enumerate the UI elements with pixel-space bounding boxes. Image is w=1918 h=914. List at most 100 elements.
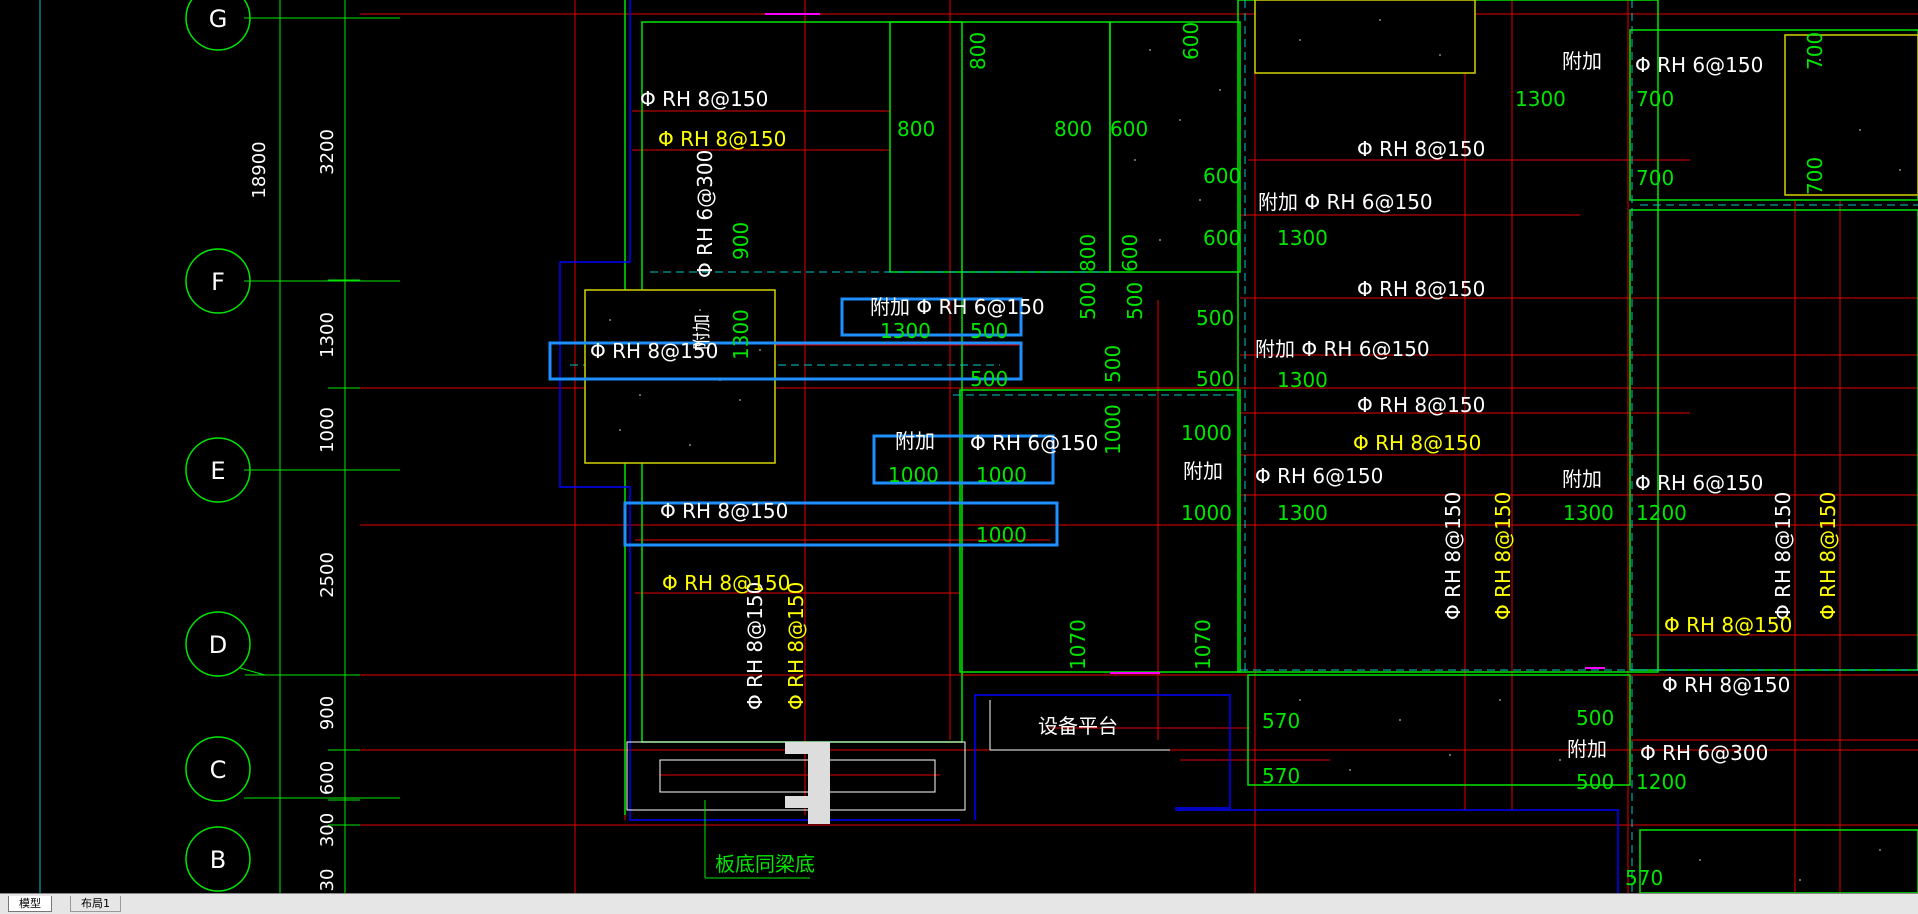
- length-label: 700: [1636, 166, 1674, 190]
- length-label: 700: [1803, 157, 1827, 195]
- length-label: 1000: [1101, 404, 1125, 455]
- length-label: 500: [1196, 367, 1234, 391]
- length-label: 700: [1636, 87, 1674, 111]
- length-label: 1300: [1515, 87, 1566, 111]
- length-label: 1300: [729, 309, 753, 360]
- grid-bubble-g: G: [185, 0, 251, 51]
- length-label: 500: [1123, 282, 1147, 320]
- length-label: 900: [729, 222, 753, 260]
- rebar-label: Φ RH 6@300: [693, 150, 717, 278]
- grid-bubble-label: G: [209, 5, 228, 33]
- grid-bubble-label: E: [210, 457, 225, 485]
- selection-box[interactable]: [872, 434, 1055, 485]
- length-label: 1000: [888, 463, 939, 487]
- length-label: 570: [1262, 709, 1300, 733]
- rebar-label: Φ RH 6@150: [1255, 464, 1383, 488]
- length-labels: 800 800 600 600 600 1300 1300 1300 1300 …: [715, 22, 1827, 890]
- length-label: 500: [1196, 306, 1234, 330]
- equipment-platform-label: 设备平台: [1038, 714, 1118, 738]
- length-label: 1200: [1636, 501, 1687, 525]
- rebar-label: Φ RH 6@150: [1635, 53, 1763, 77]
- rebar-label: Φ RH 6@150: [1635, 471, 1763, 495]
- hatched-slab-panels: [584, 0, 1918, 464]
- column-mark: [785, 742, 830, 824]
- selection-box[interactable]: [840, 297, 1023, 337]
- rebar-label: Φ RH 8@150: [1357, 277, 1485, 301]
- rebar-label: Φ RH 8@150: [1662, 673, 1790, 697]
- rebar-label: 附加: [1562, 467, 1602, 491]
- length-label: 500: [1076, 282, 1100, 320]
- length-label: 1300: [1277, 501, 1328, 525]
- length-label: 600: [1203, 226, 1241, 250]
- length-label: 600: [1118, 234, 1142, 272]
- grid-bubble-label: B: [210, 846, 226, 874]
- rebar-label: 附加 Φ RH 6@150: [1255, 337, 1430, 361]
- grid-bubble-d: D: [185, 611, 266, 677]
- length-label: 1000: [976, 523, 1027, 547]
- length-label: 500: [1101, 345, 1125, 383]
- layout-tab-bar: 模型 布局1: [0, 893, 1918, 914]
- rebar-label: Φ RH 8@150: [743, 582, 767, 710]
- rebar-label: Φ RH 8@150: [660, 499, 788, 523]
- cad-drawing-canvas[interactable]: G F E D C B 18900 3200 1300 1000 2500 90…: [0, 0, 1918, 893]
- length-label: 600: [1203, 164, 1241, 188]
- dimension-segment: 600: [317, 761, 338, 795]
- length-label: 800: [966, 32, 990, 70]
- length-label: 1300: [1563, 501, 1614, 525]
- rebar-label: 附加: [895, 429, 935, 453]
- dimension-segment: 2500: [317, 552, 338, 598]
- length-label: 800: [1054, 117, 1092, 141]
- slab-note-label: 板底同梁底: [715, 852, 815, 876]
- length-label: 1200: [1636, 770, 1687, 794]
- grid-bubble-label: F: [211, 268, 225, 296]
- rebar-label: Φ RH 8@150: [662, 571, 790, 595]
- grid-bubble-b: B: [185, 826, 251, 892]
- length-label: 500: [970, 367, 1008, 391]
- tab-layout1[interactable]: 布局1: [70, 896, 121, 912]
- blue-outline-lines: [559, 0, 1619, 893]
- grid-bubble-label: D: [209, 631, 227, 659]
- length-label: 570: [1262, 764, 1300, 788]
- grid-bubble-f: F: [185, 248, 251, 314]
- length-label: 570: [1625, 866, 1663, 890]
- rebar-label: Φ RH 8@150: [640, 87, 768, 111]
- rebar-label: Φ RH 6@150: [970, 431, 1098, 455]
- dimension-segment: 1000: [317, 407, 338, 453]
- rebar-label: Φ RH 8@150: [658, 127, 786, 151]
- rebar-label: 附加 Φ RH 6@150: [1258, 190, 1433, 214]
- grid-bubble-e: E: [185, 437, 251, 503]
- length-label: 600: [1110, 117, 1148, 141]
- rebar-labels-white: Φ RH 8@150 Φ RH 8@150 Φ RH 8@150 Φ RH 8@…: [590, 49, 1795, 765]
- rebar-label: Φ RH 8@150: [1353, 431, 1481, 455]
- hatch-dots: [609, 19, 1901, 881]
- grid-bubble-label: C: [210, 756, 227, 784]
- rebar-label: Φ RH 6@300: [1640, 741, 1768, 765]
- length-label: 800: [1076, 234, 1100, 272]
- grid-lines: [244, 17, 400, 799]
- dimension-segment: 3200: [317, 129, 338, 175]
- cyan-dashed-lines: [570, 0, 1918, 893]
- length-label: 1000: [976, 463, 1027, 487]
- rebar-label: 附加 Φ RH 6@150: [870, 295, 1045, 319]
- length-label: 500: [1576, 706, 1614, 730]
- length-label: 500: [970, 319, 1008, 343]
- grid-bubble-c: C: [185, 736, 251, 802]
- rebar-label: Φ RH 8@150: [1441, 492, 1465, 620]
- length-label: 700: [1803, 32, 1827, 70]
- length-label: 1000: [1181, 501, 1232, 525]
- rebar-label: Φ RH 8@150: [1816, 492, 1840, 620]
- rebar-label: Φ RH 8@150: [1664, 613, 1792, 637]
- dimension-texts: 18900 3200 1300 1000 2500 900 600 300 30: [249, 129, 338, 891]
- selection-box[interactable]: [623, 501, 1059, 547]
- length-label: 1300: [880, 319, 931, 343]
- selection-highlights[interactable]: [548, 297, 1059, 547]
- selection-box[interactable]: [548, 341, 1023, 381]
- dimension-segment: 300: [317, 813, 338, 847]
- rebar-label: Φ RH 8@150: [1357, 393, 1485, 417]
- hatched-slab-panels-green: [1109, 21, 1918, 893]
- length-label: 800: [897, 117, 935, 141]
- dimension-segment: 900: [317, 696, 338, 730]
- dimension-total: 18900: [249, 141, 270, 198]
- tab-model[interactable]: 模型: [8, 896, 52, 912]
- rebar-label: 附加: [1562, 49, 1602, 73]
